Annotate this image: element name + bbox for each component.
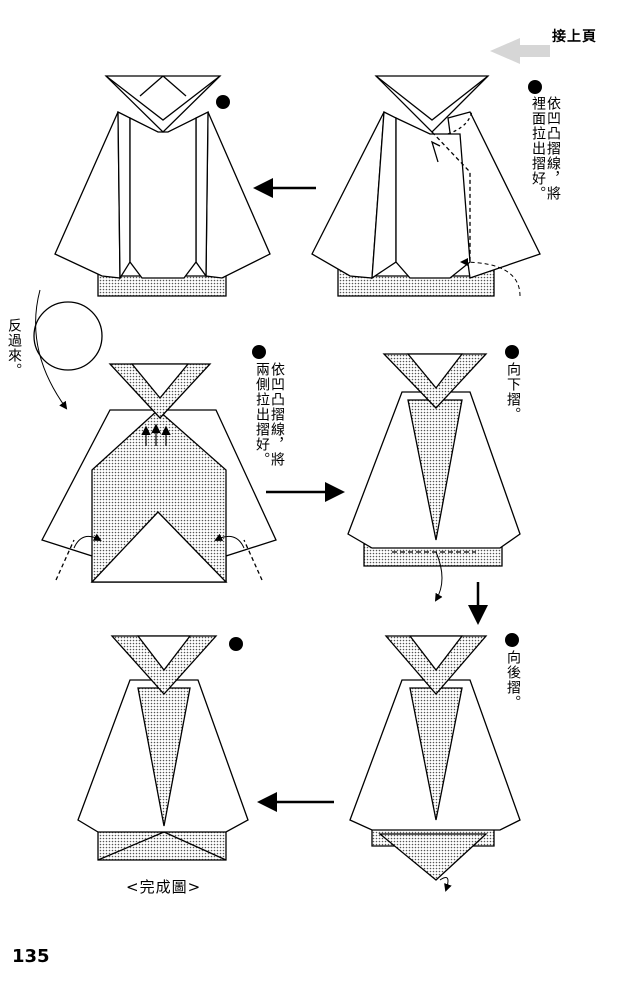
- step-31-number: 31: [255, 349, 264, 357]
- step-29-pull-arrow: [460, 258, 521, 297]
- step-30-figure: [54, 75, 271, 297]
- step-33-figure: [349, 635, 521, 892]
- step-32-badge: [505, 345, 519, 359]
- continue-from-previous-label: 接上頁: [552, 29, 597, 45]
- step-32-instruction: 向下摺。: [505, 362, 521, 422]
- step-30-badge: [216, 95, 230, 109]
- final-caption: <完成圖>: [126, 878, 202, 896]
- step-29-instruction: 依凹凸摺線，將裡面拉出摺好。: [530, 96, 561, 201]
- step-33-number: 33: [508, 637, 517, 645]
- step-32-number: 32: [508, 349, 517, 357]
- flip-note: 反過來。: [6, 318, 22, 378]
- flip-arrow: [35, 289, 68, 410]
- step-31-up-arrows: [141, 423, 171, 446]
- step-29-badge: [528, 80, 542, 94]
- step-33-badge: [505, 633, 519, 647]
- flip-circle-icon: [33, 301, 103, 371]
- step-32-fold-arrow: [434, 551, 443, 602]
- step-29-figure: [311, 75, 541, 297]
- step-29-zigzag-icon: [430, 140, 441, 163]
- page-number: 135: [12, 946, 50, 967]
- step-31-badge: [252, 345, 266, 359]
- step-34-number: 34: [232, 641, 241, 649]
- step-31-figure: [41, 363, 277, 583]
- header-arrow-icon: [490, 38, 550, 64]
- step-30-number: 30: [219, 99, 228, 107]
- step-34-figure: [77, 635, 249, 861]
- step-33-instruction: 向後摺。: [505, 650, 521, 710]
- step-32-figure: [347, 353, 521, 567]
- step-34-badge: [229, 637, 243, 651]
- step-31-instruction: 依凹凸摺線，將兩側拉出摺好。: [254, 362, 285, 467]
- step-29-number: 29: [531, 84, 540, 92]
